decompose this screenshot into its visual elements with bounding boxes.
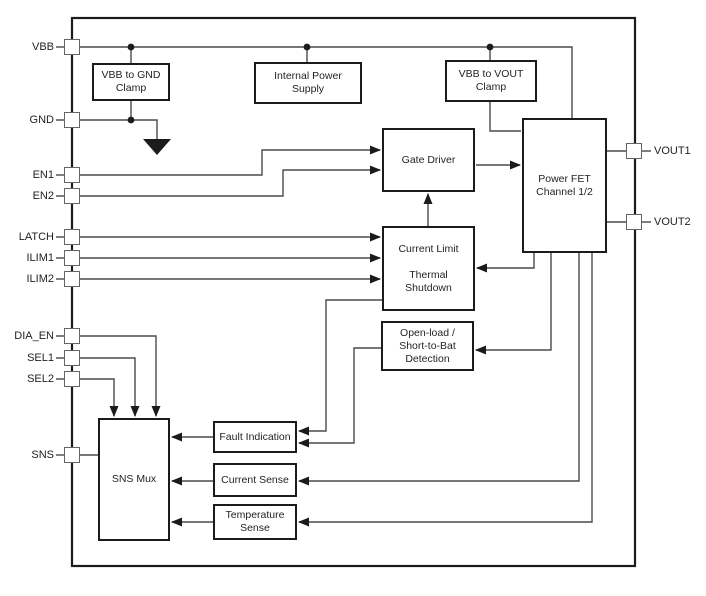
wire-voutclamp-to-fet <box>489 101 521 132</box>
block-fault-indication: Fault Indication <box>213 421 297 453</box>
wire-en1 <box>80 145 381 176</box>
pin-dia-en <box>64 328 80 344</box>
pin-label-ilim2: ILIM2 <box>26 273 54 285</box>
pin-label-sel2: SEL2 <box>27 373 54 385</box>
wire-currentlimit-to-fault <box>298 299 382 436</box>
pin-sel1 <box>64 350 80 366</box>
pin-label-en1: EN1 <box>32 169 54 181</box>
pin-label-vout2: VOUT2 <box>654 216 691 228</box>
block-power-fet: Power FET Channel 1/2 <box>522 118 607 253</box>
pin-label-en2: EN2 <box>32 190 54 202</box>
wires <box>56 46 651 527</box>
pin-ilim1 <box>64 250 80 266</box>
junction-dot <box>127 116 135 124</box>
wire-sel2 <box>80 378 119 417</box>
block-vbb-gnd-clamp: VBB to GND Clamp <box>92 63 170 101</box>
pin-label-dia-en: DIA_EN <box>14 330 54 342</box>
wire-openload-to-fault <box>298 347 381 448</box>
block-current-sense: Current Sense <box>213 463 297 497</box>
block-open-load-short-to-bat: Open-load / Short-to-Bat Detection <box>381 321 474 371</box>
pin-ilim2 <box>64 271 80 287</box>
wire-fet-to-currentsense <box>298 253 580 486</box>
pin-label-ilim1: ILIM1 <box>26 252 54 264</box>
block-gate-driver: Gate Driver <box>382 128 475 192</box>
pin-gnd <box>64 112 80 128</box>
pin-label-sel1: SEL1 <box>27 352 54 364</box>
block-vbb-vout-clamp: VBB to VOUT Clamp <box>445 60 537 102</box>
pin-label-gnd: GND <box>29 114 54 126</box>
wire-diaen <box>80 335 161 417</box>
pin-label-sns: SNS <box>31 449 54 461</box>
pin-label-vout1: VOUT1 <box>654 145 691 157</box>
wire-fet-to-tempsense <box>298 253 593 527</box>
pin-label-vbb: VBB <box>31 41 54 53</box>
junction-dot <box>127 43 135 51</box>
device-boundary <box>70 16 637 568</box>
pin-vout1 <box>626 143 642 159</box>
pin-en2 <box>64 188 80 204</box>
block-internal-power-supply: Internal Power Supply <box>254 62 362 104</box>
wire-sel1 <box>80 357 140 417</box>
pin-label-latch: LATCH <box>18 231 54 243</box>
pin-sel2 <box>64 371 80 387</box>
pin-en1 <box>64 167 80 183</box>
junction-dot <box>303 43 311 51</box>
wire-gnd <box>80 119 158 139</box>
junction-dots <box>127 43 494 124</box>
wire-en2 <box>80 165 381 197</box>
wire-fet-to-openload <box>475 253 552 355</box>
wire-vbb-rail <box>80 46 573 118</box>
pin-sns <box>64 447 80 463</box>
block-current-limit-thermal-shutdown: Current Limit Thermal Shutdown <box>382 226 475 311</box>
wire-fet-to-currentlimit <box>476 253 535 273</box>
ground-icon <box>143 139 171 155</box>
block-temperature-sense: Temperature Sense <box>213 504 297 540</box>
block-sns-mux: SNS Mux <box>98 418 170 541</box>
junction-dot <box>486 43 494 51</box>
pin-vbb <box>64 39 80 55</box>
pin-vout2 <box>626 214 642 230</box>
pin-latch <box>64 229 80 245</box>
